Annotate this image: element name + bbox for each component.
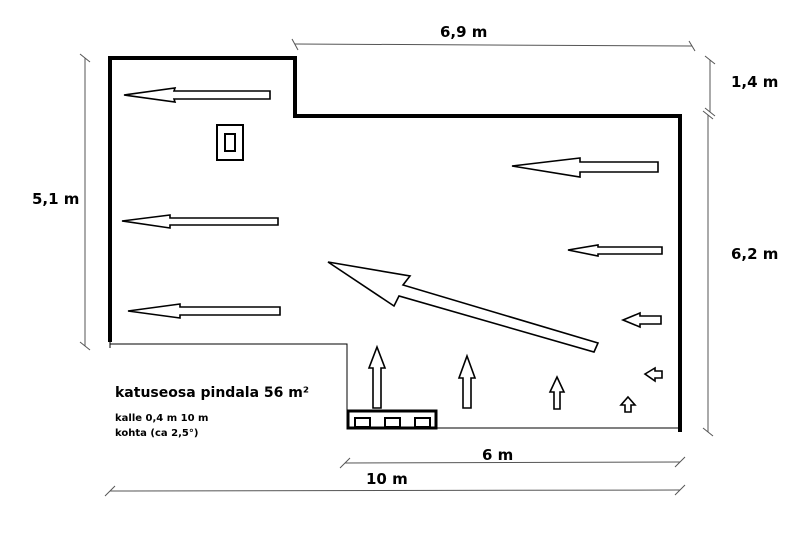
slope-arrow-diagonal <box>327 261 600 353</box>
roof-edge-bottom <box>110 343 680 429</box>
slope-arrow-right-3 <box>620 311 662 329</box>
roof-wall-thick <box>108 56 682 432</box>
dim-line-bottom-inner <box>344 461 681 464</box>
roof-outline <box>108 56 682 432</box>
roof-slope-note-line1: kalle 0,4 m 10 m <box>115 413 208 424</box>
slope-arrows <box>121 87 663 413</box>
slope-arrow-left-3 <box>127 303 281 319</box>
slope-arrow-right-1 <box>511 157 659 178</box>
roof-area-title: katuseosa pindala 56 m² <box>115 385 309 401</box>
dim-label-top: 6,9 m <box>440 23 487 41</box>
dimension-lines <box>79 38 716 497</box>
slope-arrow-up-3 <box>548 375 566 410</box>
roof-hatch-icon <box>216 124 244 161</box>
slope-arrow-left-2 <box>121 214 279 229</box>
dim-label-bottom-total: 10 m <box>366 470 408 488</box>
dim-label-right-upper: 1,4 m <box>731 73 778 91</box>
dim-line-bottom-total <box>109 489 681 492</box>
drain-box <box>346 409 438 430</box>
dim-label-right-lower: 6,2 m <box>731 245 778 263</box>
slope-arrow-up-1 <box>367 344 387 409</box>
slope-arrow-up-4 <box>619 395 637 413</box>
slope-arrow-right-2 <box>567 244 663 257</box>
dim-line-top <box>294 43 693 47</box>
dim-label-left: 5,1 m <box>32 190 79 208</box>
slope-arrow-up-2 <box>457 353 477 409</box>
slope-arrow-right-4 <box>643 366 663 383</box>
slope-arrow-left-1 <box>123 87 271 103</box>
roof-slope-note-line2: kohta (ca 2,5°) <box>115 428 198 439</box>
dim-label-bottom-inner: 6 m <box>482 446 513 464</box>
